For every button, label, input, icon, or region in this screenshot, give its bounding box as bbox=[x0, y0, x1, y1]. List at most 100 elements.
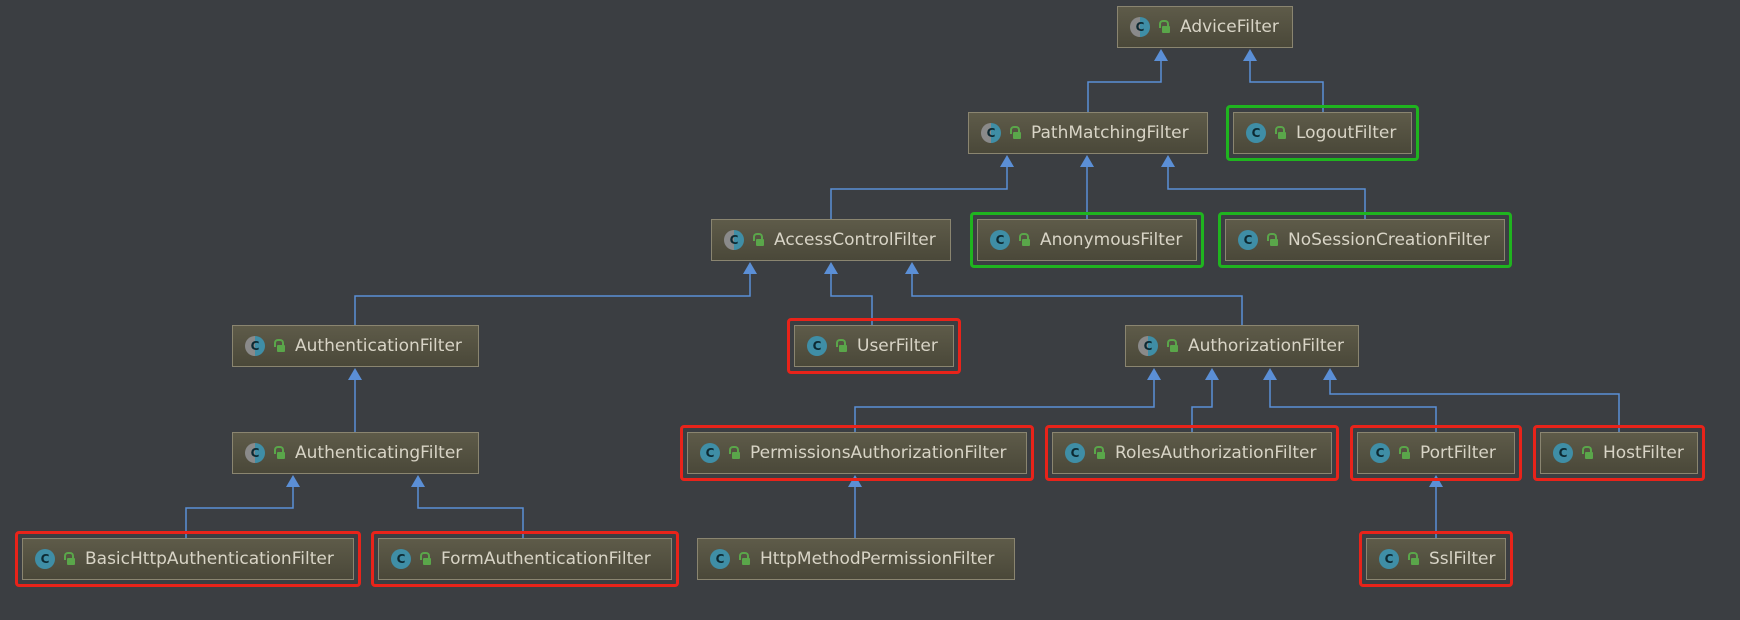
open-lock-icon bbox=[1266, 233, 1280, 247]
inheritance-arrowhead bbox=[824, 262, 838, 274]
inheritance-arrowhead bbox=[1205, 368, 1219, 380]
open-lock-icon bbox=[1407, 552, 1421, 566]
class-node-anonymous-filter[interactable]: C AnonymousFilter bbox=[977, 219, 1197, 261]
class-name-label: RolesAuthorizationFilter bbox=[1115, 443, 1317, 463]
class-node-user-filter[interactable]: C UserFilter bbox=[794, 325, 954, 367]
inheritance-arrowhead bbox=[1080, 155, 1094, 167]
open-lock-icon bbox=[1398, 446, 1412, 460]
open-lock-icon bbox=[1018, 233, 1032, 247]
class-name-label: HostFilter bbox=[1603, 443, 1684, 463]
open-lock-icon bbox=[1093, 446, 1107, 460]
inheritance-arrowhead bbox=[1161, 155, 1175, 167]
abstract-class-icon: C bbox=[981, 123, 1001, 143]
edge-access-control-filter-to-path-matching-filter bbox=[830, 164, 1008, 219]
class-icon: C bbox=[35, 549, 55, 569]
edge-path-matching-filter-to-advice-filter bbox=[1087, 58, 1162, 112]
class-node-ssl-filter[interactable]: C SslFilter bbox=[1366, 538, 1506, 580]
abstract-class-icon: C bbox=[724, 230, 744, 250]
class-icon: C bbox=[990, 230, 1010, 250]
class-name-label: PortFilter bbox=[1420, 443, 1496, 463]
class-icon: C bbox=[1246, 123, 1266, 143]
inheritance-arrowhead bbox=[1243, 49, 1257, 61]
edge-user-filter-to-access-control-filter bbox=[830, 271, 873, 325]
class-name-label: AuthenticationFilter bbox=[295, 336, 462, 356]
edge-authorization-filter-to-access-control-filter bbox=[911, 271, 1243, 325]
class-node-permissions-authorization-filter[interactable]: C PermissionsAuthorizationFilter bbox=[687, 432, 1027, 474]
class-node-host-filter[interactable]: C HostFilter bbox=[1540, 432, 1698, 474]
class-node-roles-authorization-filter[interactable]: C RolesAuthorizationFilter bbox=[1052, 432, 1332, 474]
class-name-label: UserFilter bbox=[857, 336, 938, 356]
inheritance-arrowhead bbox=[1323, 368, 1337, 380]
class-node-authorization-filter[interactable]: C AuthorizationFilter bbox=[1125, 325, 1359, 367]
abstract-class-icon: C bbox=[245, 336, 265, 356]
class-name-label: AccessControlFilter bbox=[774, 230, 936, 250]
abstract-class-icon: C bbox=[1138, 336, 1158, 356]
class-name-label: LogoutFilter bbox=[1296, 123, 1397, 143]
class-node-form-authentication-filter[interactable]: C FormAuthenticationFilter bbox=[378, 538, 672, 580]
open-lock-icon bbox=[63, 552, 77, 566]
abstract-class-icon: C bbox=[1130, 17, 1150, 37]
inheritance-arrowhead bbox=[905, 262, 919, 274]
edge-authentication-filter-to-access-control-filter bbox=[354, 271, 751, 325]
class-node-path-matching-filter[interactable]: C PathMatchingFilter bbox=[968, 112, 1208, 154]
class-name-label: AnonymousFilter bbox=[1040, 230, 1183, 250]
inheritance-arrowhead bbox=[848, 475, 862, 487]
inheritance-arrowhead bbox=[1154, 49, 1168, 61]
open-lock-icon bbox=[273, 446, 287, 460]
edge-permissions-authorization-filter-to-authorization-filter bbox=[854, 377, 1155, 432]
open-lock-icon bbox=[728, 446, 742, 460]
class-name-label: AuthorizationFilter bbox=[1188, 336, 1344, 356]
class-name-label: FormAuthenticationFilter bbox=[441, 549, 651, 569]
class-node-no-session-creation-filter[interactable]: C NoSessionCreationFilter bbox=[1225, 219, 1505, 261]
class-name-label: AdviceFilter bbox=[1180, 17, 1279, 37]
open-lock-icon bbox=[1166, 339, 1180, 353]
open-lock-icon bbox=[1009, 126, 1023, 140]
edge-form-authentication-filter-to-authenticating-filter bbox=[417, 484, 524, 538]
open-lock-icon bbox=[273, 339, 287, 353]
class-icon: C bbox=[1238, 230, 1258, 250]
class-icon: C bbox=[807, 336, 827, 356]
edge-port-filter-to-authorization-filter bbox=[1269, 377, 1437, 432]
inheritance-arrowhead bbox=[348, 368, 362, 380]
class-node-access-control-filter[interactable]: C AccessControlFilter bbox=[711, 219, 951, 261]
class-name-label: HttpMethodPermissionFilter bbox=[760, 549, 995, 569]
class-icon: C bbox=[1379, 549, 1399, 569]
inheritance-arrowhead bbox=[743, 262, 757, 274]
class-icon: C bbox=[391, 549, 411, 569]
open-lock-icon bbox=[1158, 20, 1172, 34]
edge-basic-http-authentication-filter-to-authenticating-filter bbox=[185, 484, 294, 538]
class-icon: C bbox=[700, 443, 720, 463]
class-icon: C bbox=[1065, 443, 1085, 463]
open-lock-icon bbox=[752, 233, 766, 247]
open-lock-icon bbox=[1274, 126, 1288, 140]
open-lock-icon bbox=[419, 552, 433, 566]
edge-host-filter-to-authorization-filter bbox=[1329, 377, 1620, 432]
class-node-authentication-filter[interactable]: C AuthenticationFilter bbox=[232, 325, 479, 367]
inheritance-arrowhead bbox=[1000, 155, 1014, 167]
edge-logout-filter-to-advice-filter bbox=[1249, 58, 1324, 112]
inheritance-arrowhead bbox=[1429, 475, 1443, 487]
class-node-authenticating-filter[interactable]: C AuthenticatingFilter bbox=[232, 432, 479, 474]
class-name-label: PathMatchingFilter bbox=[1031, 123, 1189, 143]
open-lock-icon bbox=[738, 552, 752, 566]
class-node-logout-filter[interactable]: C LogoutFilter bbox=[1233, 112, 1412, 154]
abstract-class-icon: C bbox=[245, 443, 265, 463]
class-name-label: PermissionsAuthorizationFilter bbox=[750, 443, 1007, 463]
class-name-label: SslFilter bbox=[1429, 549, 1496, 569]
open-lock-icon bbox=[835, 339, 849, 353]
inheritance-arrowhead bbox=[1263, 368, 1277, 380]
class-name-label: AuthenticatingFilter bbox=[295, 443, 463, 463]
class-icon: C bbox=[710, 549, 730, 569]
class-icon: C bbox=[1553, 443, 1573, 463]
class-name-label: NoSessionCreationFilter bbox=[1288, 230, 1491, 250]
inheritance-arrowhead bbox=[1147, 368, 1161, 380]
edge-roles-authorization-filter-to-authorization-filter bbox=[1191, 377, 1213, 432]
inheritance-arrowhead bbox=[411, 475, 425, 487]
open-lock-icon bbox=[1581, 446, 1595, 460]
class-node-advice-filter[interactable]: C AdviceFilter bbox=[1117, 6, 1293, 48]
class-node-http-method-permission-filter[interactable]: C HttpMethodPermissionFilter bbox=[697, 538, 1015, 580]
